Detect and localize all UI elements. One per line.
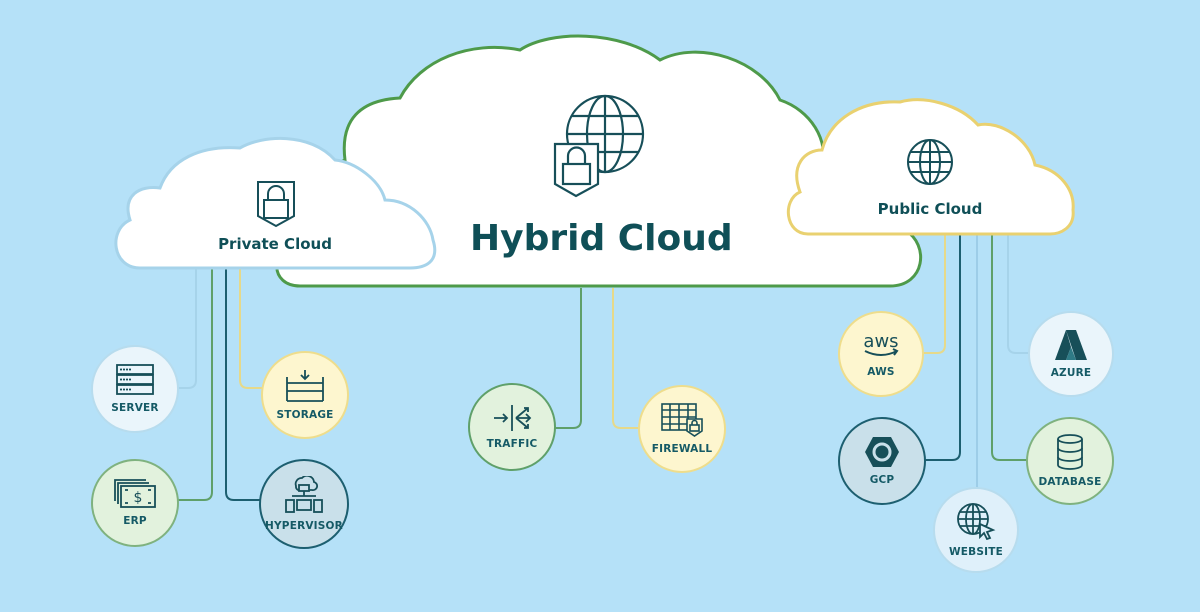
node-label: FIREWALL: [651, 443, 713, 455]
line-hypervisor: [225, 268, 262, 501]
line-gcp: [924, 234, 961, 461]
firewall-icon: [661, 403, 703, 437]
private-cloud-title: Private Cloud: [218, 235, 332, 253]
website-globe-cursor-icon: [957, 503, 996, 540]
node-label: WEBSITE: [949, 546, 1003, 558]
database-icon: [1057, 434, 1083, 470]
node-gcp[interactable]: GCP: [838, 417, 926, 505]
shield-lock-icon: [257, 181, 295, 228]
line-storage: [239, 268, 262, 389]
line-aws: [920, 234, 946, 354]
node-firewall[interactable]: FIREWALL: [638, 385, 726, 473]
azure-logo-icon: [1055, 330, 1087, 360]
node-database[interactable]: DATABASE: [1026, 417, 1114, 505]
line-server: [176, 268, 197, 389]
public-cloud-title: Public Cloud: [877, 200, 983, 218]
svg-text:aws: aws: [863, 331, 898, 352]
aws-logo-icon: aws: [863, 331, 899, 356]
storage-icon: [286, 370, 324, 402]
node-website[interactable]: WEBSITE: [933, 487, 1019, 573]
node-traffic[interactable]: TRAFFIC: [468, 383, 556, 471]
node-azure[interactable]: AZURE: [1028, 311, 1114, 397]
svg-text:$: $: [134, 490, 143, 506]
node-label: HYPERVISOR: [265, 520, 343, 532]
node-label: DATABASE: [1038, 476, 1102, 488]
line-traffic: [552, 288, 582, 429]
traffic-routing-icon: [494, 405, 532, 431]
node-label: AWS: [867, 366, 895, 378]
node-label: SERVER: [111, 402, 159, 414]
gcp-logo-icon: [865, 437, 899, 467]
hypervisor-icon: [285, 476, 323, 513]
node-label: STORAGE: [276, 409, 334, 421]
node-label: TRAFFIC: [486, 438, 538, 450]
node-storage[interactable]: STORAGE: [261, 351, 349, 439]
node-erp[interactable]: $ ERP: [91, 459, 179, 547]
node-label: GCP: [869, 474, 895, 486]
line-firewall: [612, 288, 640, 429]
globe-icon: [907, 139, 953, 185]
node-hypervisor[interactable]: HYPERVISOR: [259, 459, 349, 549]
node-aws[interactable]: aws AWS: [838, 311, 924, 397]
server-icon: [116, 364, 154, 395]
line-database: [991, 234, 1028, 461]
node-label: ERP: [123, 515, 147, 527]
money-icon: $: [114, 479, 156, 508]
node-server[interactable]: SERVER: [91, 345, 179, 433]
line-erp: [176, 268, 213, 501]
globe-shield-lock-icon: [553, 94, 645, 198]
hybrid-cloud-title: Hybrid Cloud: [470, 218, 733, 259]
line-azure: [1007, 234, 1030, 354]
node-label: AZURE: [1050, 367, 1092, 379]
